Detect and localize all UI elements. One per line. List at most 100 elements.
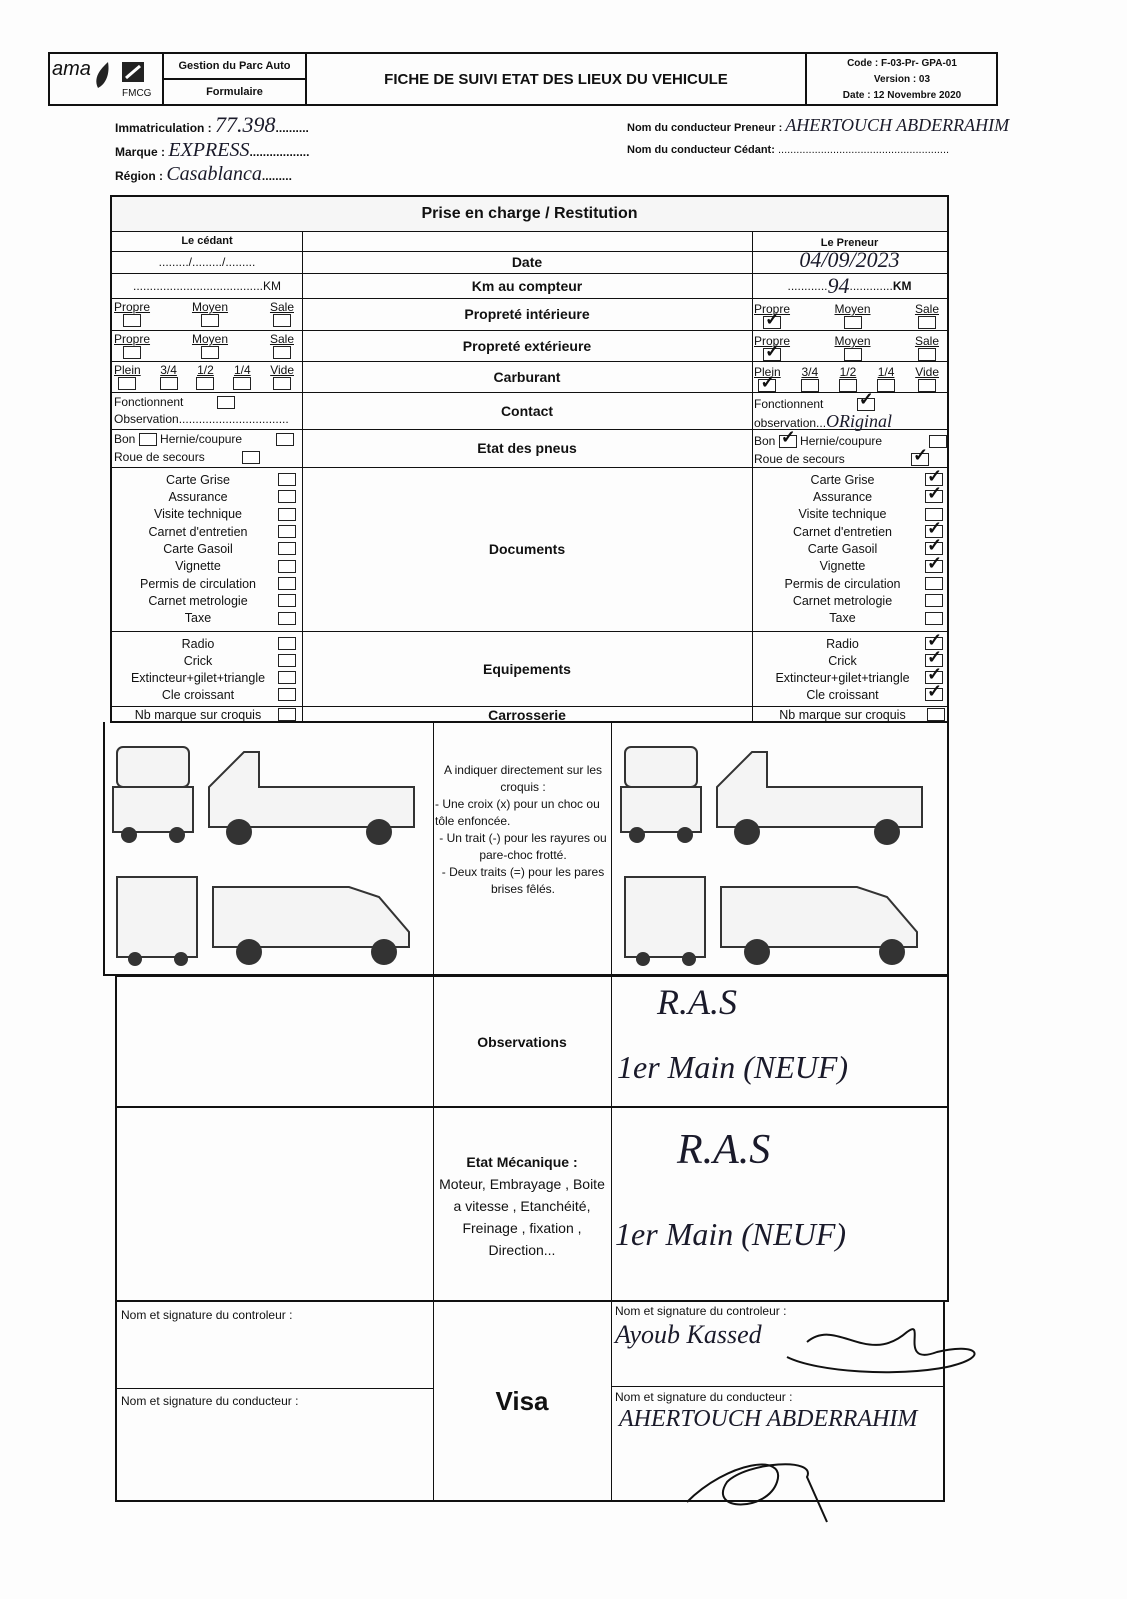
cedant-fonctionnent-checkbox[interactable] bbox=[216, 396, 235, 410]
cedant-prop-int-checkbox[interactable] bbox=[123, 314, 142, 327]
cedant-hernie-checkbox[interactable] bbox=[276, 433, 294, 446]
cedant-prop-int-checkbox[interactable] bbox=[272, 314, 291, 327]
preneur-roue-checkbox[interactable] bbox=[911, 446, 929, 466]
cedant-document-item-label: Carte Gasoil bbox=[163, 541, 233, 556]
preneur-prop-int-checkbox[interactable] bbox=[917, 316, 936, 329]
preneur-prop-ext-checkbox[interactable] bbox=[917, 348, 936, 361]
cedant-carburant-option: Plein bbox=[114, 363, 141, 392]
cedant-document-item-label: Vignette bbox=[175, 559, 221, 574]
preneur-fonctionnent-checkbox[interactable] bbox=[856, 391, 875, 412]
preneur-vehicle-sketch[interactable] bbox=[617, 737, 937, 967]
cedant-equipement-item-checkbox[interactable] bbox=[278, 688, 296, 701]
preneur-prop-ext-checkbox[interactable] bbox=[763, 341, 782, 362]
cedant-roue-checkbox[interactable] bbox=[242, 451, 260, 464]
cedant-prop-ext-checkbox[interactable] bbox=[272, 346, 291, 359]
preneur-equipement-item-checkbox[interactable] bbox=[925, 681, 943, 702]
cedant-document-item-checkbox[interactable] bbox=[278, 507, 296, 521]
cedant-nb-marque: Nb marque sur croquis bbox=[112, 706, 302, 723]
preneur-equipement-item: Radio bbox=[760, 630, 943, 651]
preneur-value[interactable]: AHERTOUCH ABDERRAHIM bbox=[785, 115, 1010, 135]
mecanique-section: Etat Mécanique : Moteur, Embrayage , Boi… bbox=[115, 1106, 949, 1302]
cedant-document-item: Carte Grise bbox=[118, 473, 296, 487]
cedant-equipement-item: Crick bbox=[118, 654, 296, 668]
preneur-document-item: Assurance bbox=[760, 483, 943, 504]
cedant-document-item-checkbox[interactable] bbox=[278, 577, 296, 591]
preneur-hernie-checkbox[interactable] bbox=[929, 435, 947, 448]
preneur-carburant-checkbox[interactable] bbox=[918, 379, 937, 392]
cedant-vehicle-sketch[interactable] bbox=[109, 737, 429, 967]
cedant-carburant-option: 1/2 bbox=[196, 363, 215, 392]
preneur-carburant-checkbox[interactable] bbox=[800, 379, 819, 392]
preneur-carburant-checkbox[interactable] bbox=[758, 372, 777, 393]
option-label: Sale bbox=[914, 334, 939, 348]
preneur-controleur-label: Nom et signature du controleur : bbox=[615, 1304, 787, 1318]
controleur-name[interactable]: Ayoub Kassed bbox=[615, 1320, 762, 1349]
row-carrosserie-label: Carrosserie bbox=[488, 706, 566, 723]
mecanique-line1[interactable]: R.A.S bbox=[677, 1127, 771, 1173]
preneur-document-item-checkbox[interactable] bbox=[925, 553, 943, 574]
marque-value[interactable]: EXPRESS bbox=[168, 139, 250, 161]
cedant-document-item-checkbox[interactable] bbox=[278, 611, 296, 625]
preneur-document-item-checkbox[interactable] bbox=[925, 577, 943, 591]
preneur-prop-int-option: Sale bbox=[915, 302, 939, 330]
preneur-equipement-item-label: Extincteur+gilet+triangle bbox=[775, 670, 910, 685]
preneur-date-field[interactable]: 04/09/2023 bbox=[799, 247, 900, 272]
observations-line2[interactable]: 1er Main (NEUF) bbox=[617, 1049, 849, 1085]
preneur-bon-checkbox[interactable] bbox=[778, 428, 797, 449]
cedant-document-item-checkbox[interactable] bbox=[278, 542, 296, 556]
preneur-observation-value[interactable]: ORiginal bbox=[826, 411, 893, 431]
preneur-nb-marque-checkbox[interactable] bbox=[927, 708, 945, 721]
mecanique-details: Moteur, Embrayage , Boite a vitesse , Et… bbox=[439, 1176, 605, 1258]
cedant-carburant-checkbox[interactable] bbox=[273, 377, 292, 390]
cedant-equipement-item-checkbox[interactable] bbox=[278, 637, 296, 650]
cedant-value[interactable]: ........................................… bbox=[777, 144, 950, 156]
cedant-equipement-item-checkbox[interactable] bbox=[278, 671, 296, 684]
preneur-document-item: Visite technique bbox=[760, 507, 943, 521]
cedant-document-item-checkbox[interactable] bbox=[278, 490, 296, 504]
cedant-document-item-checkbox[interactable] bbox=[278, 473, 296, 487]
cedant-document-item-checkbox[interactable] bbox=[278, 594, 296, 608]
preneur-prop-int-checkbox[interactable] bbox=[763, 309, 782, 330]
cedant-prop-ext-checkbox[interactable] bbox=[123, 346, 142, 359]
cedant-equipement-item-label: Cle croissant bbox=[161, 687, 235, 702]
preneur-prop-ext-checkbox[interactable] bbox=[843, 348, 862, 361]
preneur-carburant-checkbox[interactable] bbox=[838, 379, 857, 392]
cedant-document-item-label: Taxe bbox=[184, 611, 212, 626]
cedant-document-item-label: Carnet d'entretien bbox=[148, 524, 248, 539]
cedant-km-field[interactable]: .......................................K… bbox=[132, 278, 282, 293]
cedant-nb-marque-checkbox[interactable] bbox=[278, 708, 296, 721]
immat-value[interactable]: 77.398 bbox=[215, 112, 276, 137]
option-label: Vide bbox=[915, 365, 939, 379]
cedant-document-item-checkbox[interactable] bbox=[278, 559, 296, 573]
cedant-date-field[interactable]: ........./........./......... bbox=[158, 255, 256, 269]
preneur-document-item-checkbox[interactable] bbox=[925, 611, 943, 625]
preneur-document-item-checkbox[interactable] bbox=[925, 594, 943, 608]
preneur-document-item-label: Permis de circulation bbox=[784, 576, 901, 591]
cedant-equipement-item-label: Crick bbox=[183, 653, 213, 668]
cedant-carburant-checkbox[interactable] bbox=[196, 377, 215, 390]
observations-line1[interactable]: R.A.S bbox=[657, 982, 737, 1022]
conducteur-name[interactable]: AHERTOUCH ABDERRAHIM bbox=[619, 1406, 918, 1432]
cedant-bon-checkbox[interactable] bbox=[138, 433, 157, 447]
preneur-carburant-checkbox[interactable] bbox=[877, 379, 896, 392]
cedant-document-item-label: Assurance bbox=[168, 489, 228, 504]
preneur-document-item-checkbox[interactable] bbox=[925, 483, 943, 504]
cedant-observation-field[interactable]: Observation.............................… bbox=[114, 412, 289, 426]
option-label: Moyen bbox=[834, 302, 871, 316]
cedant-carburant-checkbox[interactable] bbox=[159, 377, 178, 390]
cedant-carburant-checkbox[interactable] bbox=[233, 377, 252, 390]
preneur-km-field[interactable]: ............94.............KM bbox=[787, 272, 912, 298]
mecanique-line2[interactable]: 1er Main (NEUF) bbox=[615, 1216, 847, 1252]
cedant-prop-ext-checkbox[interactable] bbox=[201, 346, 219, 359]
cedant-document-item-checkbox[interactable] bbox=[278, 525, 296, 539]
cedant-prop-int-checkbox[interactable] bbox=[201, 314, 219, 327]
conducteur-signature bbox=[686, 1463, 828, 1523]
row-contact-label: Contact bbox=[500, 402, 554, 419]
preneur-prop-int-checkbox[interactable] bbox=[843, 316, 862, 329]
option-label: Moyen bbox=[191, 332, 229, 346]
region-value[interactable]: Casablanca bbox=[166, 163, 262, 185]
cedant-carburant-checkbox[interactable] bbox=[118, 377, 137, 390]
cedant-equipement-item-checkbox[interactable] bbox=[278, 654, 296, 667]
